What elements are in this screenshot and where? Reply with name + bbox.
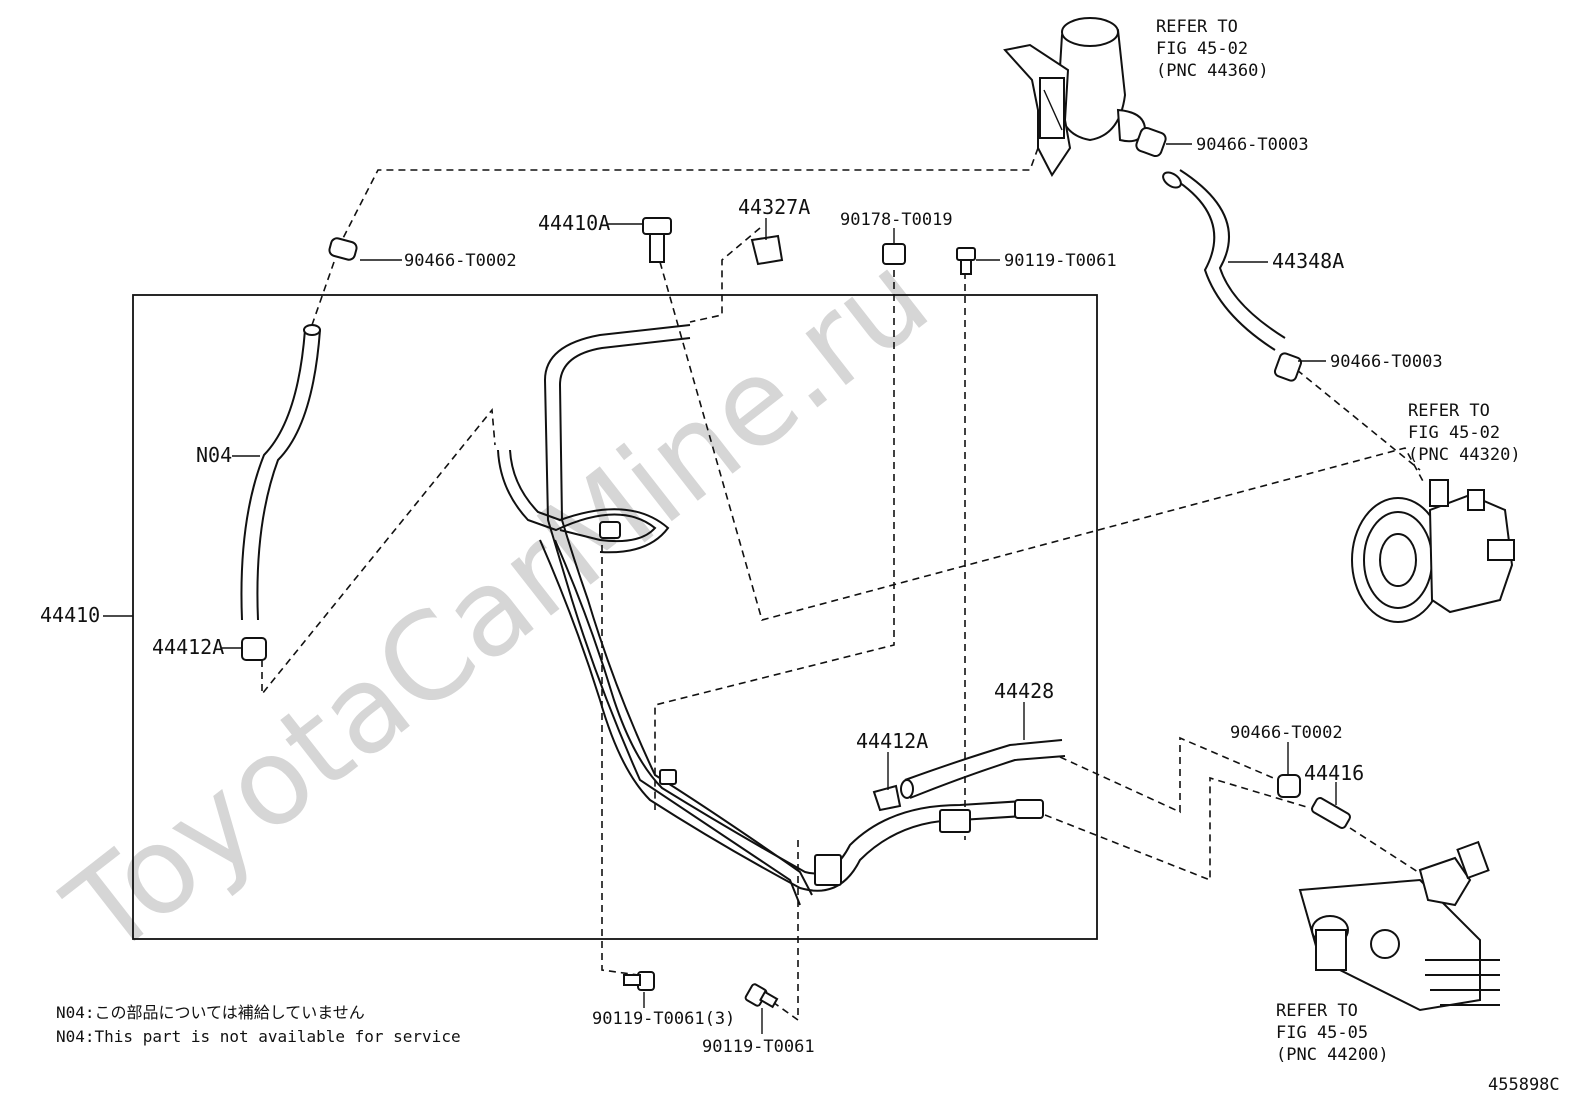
tube-assembly — [497, 324, 1044, 906]
nut-90178-t0019 — [882, 243, 906, 265]
callout-44412a-mid: 44412A — [856, 729, 928, 753]
figure-id: 455898C — [1488, 1075, 1560, 1095]
callout-90466-t0003-top: 90466-T0003 — [1196, 135, 1309, 155]
reference-pump-line2: FIG 45-02 — [1408, 423, 1500, 443]
callout-44428: 44428 — [994, 679, 1054, 703]
callout-44327a: 44327A — [738, 195, 810, 219]
reference-reservoir-line2: FIG 45-02 — [1156, 39, 1248, 59]
bolt-90119-t0061-top — [956, 247, 976, 275]
reference-reservoir-line1: REFER TO — [1156, 17, 1238, 37]
power-steering-pump — [1351, 479, 1515, 623]
clip-44327a — [750, 234, 784, 266]
callout-90466-t0002-top: 90466-T0002 — [404, 251, 517, 271]
callout-44348a: 44348A — [1272, 249, 1344, 273]
clamp-90466-t0003-upper — [1135, 126, 1167, 158]
leader-lines — [103, 143, 1337, 1034]
reference-pump-line3: (PNC 44320) — [1408, 445, 1521, 465]
bolt-90119-t0061-3 — [623, 971, 655, 991]
hose-44348a — [1162, 169, 1286, 351]
callout-n04: N04 — [196, 443, 232, 467]
assembly-boundary-44410 — [132, 294, 1098, 940]
callout-90466-t0003-mid: 90466-T0003 — [1330, 352, 1443, 372]
clamp-44412a-left — [241, 637, 267, 661]
hose-n04 — [240, 324, 321, 621]
union-44416 — [1311, 797, 1351, 829]
note-english: N04:This part is not available for servi… — [56, 1027, 461, 1046]
callout-44410a: 44410A — [538, 211, 610, 235]
reference-reservoir-line3: (PNC 44360) — [1156, 61, 1269, 81]
reference-gear-line2: FIG 45-05 — [1276, 1023, 1368, 1043]
clamp-90466-t0003-lower — [1273, 352, 1303, 382]
clamp-90466-t0002-top — [328, 237, 358, 261]
reservoir-assembly — [1003, 17, 1147, 177]
callout-44410: 44410 — [40, 603, 100, 627]
callout-90119-t0061-bottom: 90119-T0061 — [702, 1037, 815, 1057]
callout-44412a-left: 44412A — [152, 635, 224, 659]
reference-gear-line3: (PNC 44200) — [1276, 1045, 1389, 1065]
clamp-90466-t0002-right — [1277, 774, 1301, 798]
dashed-connection-lines — [261, 147, 1426, 1022]
bolt-90119-t0061-bottom — [744, 983, 779, 1009]
reference-pump: REFER TO FIG 45-02 (PNC 44320) — [1408, 401, 1521, 465]
clamp-44412a-mid — [872, 784, 902, 812]
steering-gear — [1298, 840, 1500, 1012]
reference-pump-line1: REFER TO — [1408, 401, 1490, 421]
notes: N04:この部品については補給していません N04:This part is n… — [56, 1003, 461, 1046]
bolt-44410a — [642, 217, 672, 263]
callout-90119-t0061-3: 90119-T0061(3) — [592, 1009, 735, 1029]
reference-reservoir: REFER TO FIG 45-02 (PNC 44360) — [1156, 17, 1269, 81]
callout-90178-t0019: 90178-T0019 — [840, 210, 953, 230]
callout-90466-t0002-right: 90466-T0002 — [1230, 723, 1343, 743]
hose-44428 — [900, 739, 1066, 799]
reference-gear-line1: REFER TO — [1276, 1001, 1358, 1021]
reference-gear: REFER TO FIG 45-05 (PNC 44200) — [1276, 1001, 1389, 1065]
callout-labels: 90466-T0002 44410A 44327A 90178-T0019 90… — [40, 135, 1443, 1057]
note-japanese: N04:この部品については補給していません — [56, 1003, 365, 1022]
callout-90119-t0061-top: 90119-T0061 — [1004, 251, 1117, 271]
callout-44416: 44416 — [1304, 761, 1364, 785]
